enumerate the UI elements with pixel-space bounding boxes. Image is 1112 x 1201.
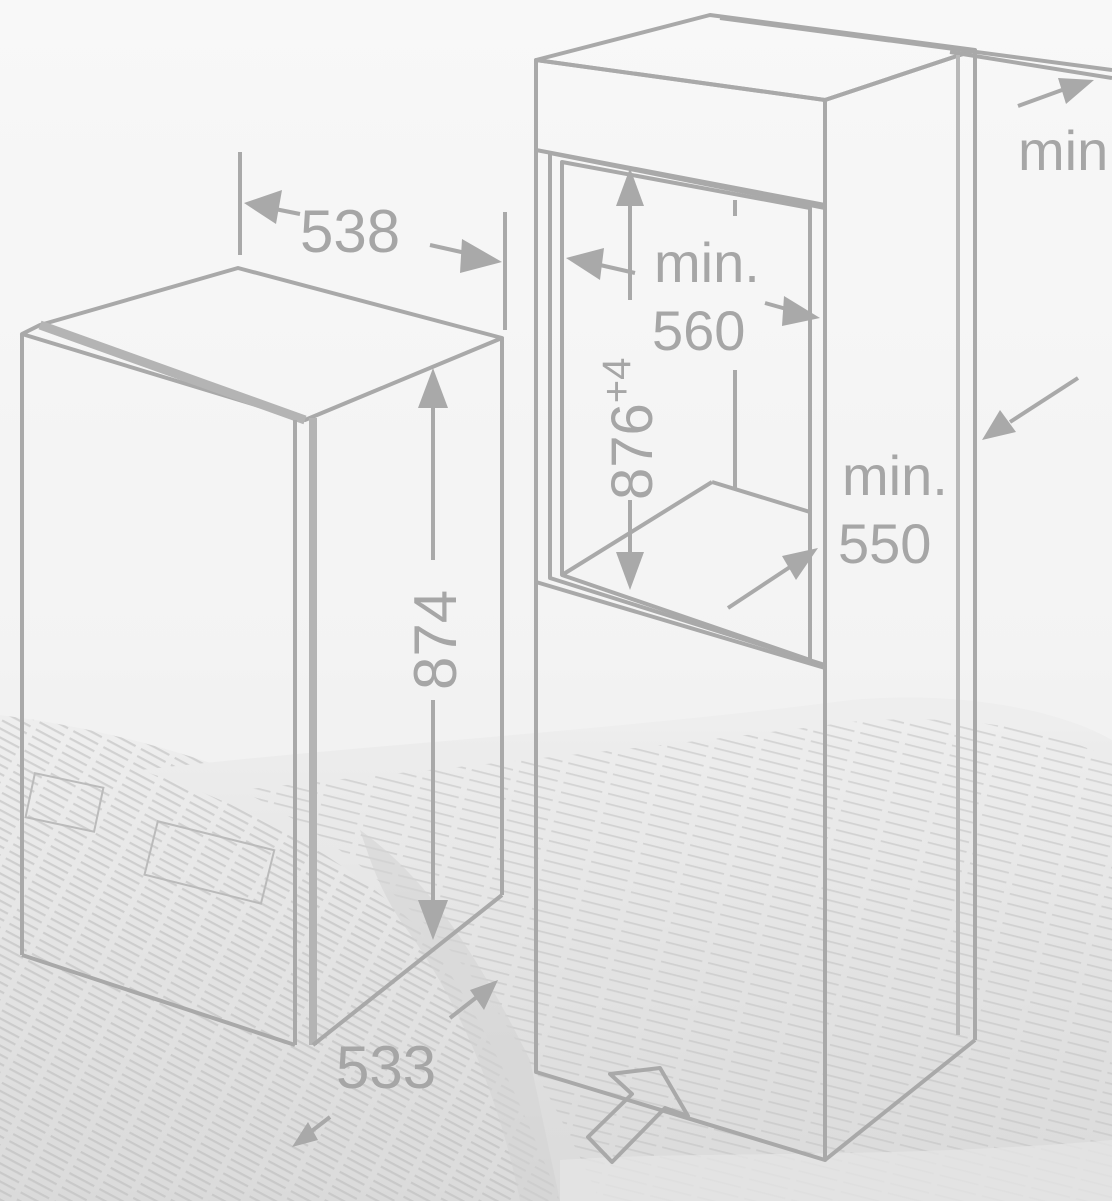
- niche-height-label: 876+4: [595, 358, 665, 500]
- fridge-height-dimension: [418, 368, 448, 940]
- book-page-edge: [560, 1140, 1112, 1201]
- book-spine-shadow: [360, 830, 560, 1201]
- top-right-label: min: [1018, 119, 1108, 182]
- fridge-depth-label: 533: [336, 1034, 436, 1101]
- book-illustration-2: [143, 820, 276, 905]
- background-book: [0, 697, 1112, 1201]
- top-right-dimension: [1017, 78, 1094, 108]
- niche-depth-prefix: min.: [842, 444, 948, 507]
- fridge-width-dimension: [238, 152, 507, 330]
- niche-width-dimension: [566, 248, 820, 326]
- cabinet-outline: [534, 13, 1112, 1162]
- fridge-depth-dimension: [292, 980, 498, 1147]
- niche-height-dimension: [616, 168, 644, 590]
- niche-depth-label: 550: [838, 512, 931, 575]
- fridge-width-label: 538: [300, 198, 400, 265]
- fridge-outline: [20, 266, 504, 1047]
- book-illustration-1: [24, 771, 105, 833]
- fridge-height-label: 874: [402, 590, 469, 690]
- niche-depth-dimension: [726, 376, 1080, 610]
- ventilation-arrow: [586, 1066, 690, 1164]
- niche-width-label: 560: [652, 299, 745, 362]
- niche-width-prefix: min.: [654, 231, 760, 294]
